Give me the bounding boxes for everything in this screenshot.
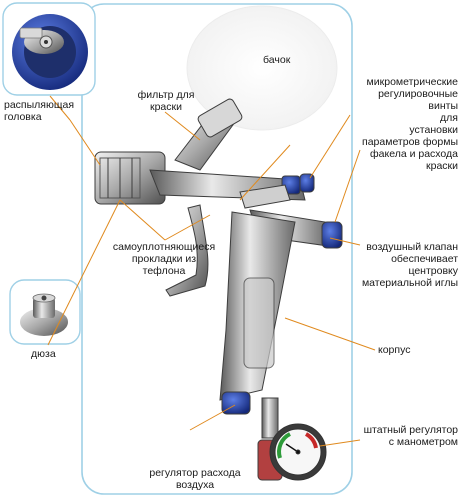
nozzle-inset xyxy=(9,279,81,345)
spray-head-label: распыляющая головка xyxy=(4,99,75,123)
tank-shape xyxy=(186,5,338,131)
spray-head-inset xyxy=(2,2,96,96)
paint-filter-label: фильтр для краски xyxy=(137,89,195,113)
micrometer-screws-label: микрометрические регулировочные винты дл… xyxy=(362,76,458,172)
leader-lines xyxy=(47,95,376,447)
nozzle-label: дюза xyxy=(31,348,56,360)
air-regulator-label: регулятор расхода воздуха xyxy=(149,467,241,491)
spray-gun xyxy=(94,98,343,481)
manometer xyxy=(269,423,327,481)
main-frame xyxy=(81,3,353,495)
std-regulator-label: штатный регулятор с манометром xyxy=(363,424,458,448)
body-label: корпус xyxy=(378,344,411,356)
tank-label: бачок xyxy=(263,54,291,66)
seals-label: самоуплотняющиеся прокладки из тефлона xyxy=(112,241,216,277)
air-valve-label: воздушный клапан обеспечивает центровку … xyxy=(361,241,458,289)
